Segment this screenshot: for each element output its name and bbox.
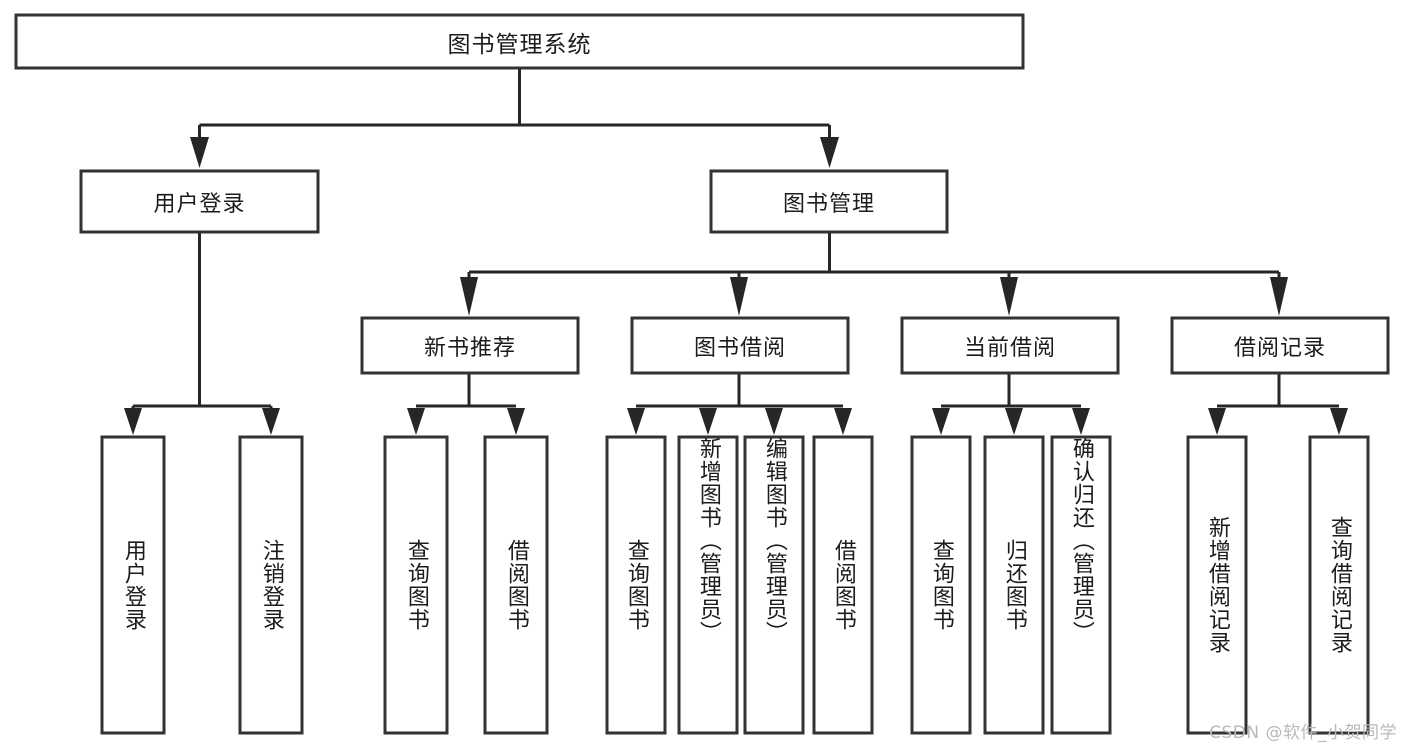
arrowhead-new-book-recommend <box>460 277 478 316</box>
arrowhead-leaf-edit-book <box>765 408 783 435</box>
node-box-leaf-borrow-book-2[interactable] <box>812 435 874 735</box>
node-box-leaf-logout-login[interactable] <box>238 435 304 735</box>
node-box-leaf-borrow-book-1[interactable] <box>483 435 549 735</box>
arrowhead-borrow-record <box>1270 277 1288 316</box>
node-box-leaf-query-book-1[interactable] <box>383 435 449 735</box>
node-box-current-borrow[interactable] <box>900 316 1120 375</box>
arrowhead-leaf-borrow-book-2 <box>834 408 852 435</box>
node-box-leaf-confirm-return-admin[interactable] <box>1050 435 1112 735</box>
connector-layer <box>124 68 1348 435</box>
node-box-book-borrow[interactable] <box>630 316 850 375</box>
node-box-user-login[interactable] <box>79 169 320 234</box>
arrowhead-book-borrow <box>730 277 748 316</box>
arrowhead-leaf-logout-login <box>262 408 280 435</box>
arrowhead-leaf-query-book-3 <box>932 408 950 435</box>
arrowhead-leaf-confirm-return <box>1072 408 1090 435</box>
arrowhead-leaf-query-book-2 <box>627 408 645 435</box>
node-box-leaf-return-book[interactable] <box>983 435 1045 735</box>
node-layer <box>14 13 1390 735</box>
arrowhead-book-management <box>820 137 839 168</box>
arrowhead-leaf-add-book <box>699 408 717 435</box>
arrowhead-leaf-query-borrow-record <box>1330 408 1348 435</box>
node-box-root[interactable] <box>14 13 1025 70</box>
node-box-leaf-query-book-2[interactable] <box>605 435 667 735</box>
arrowhead-current-borrow <box>1000 277 1018 316</box>
arrowhead-user-login <box>190 137 209 168</box>
arrowhead-leaf-query-book-1 <box>407 408 425 435</box>
arrowhead-leaf-return-book <box>1005 408 1023 435</box>
node-box-leaf-edit-book-admin[interactable] <box>743 435 805 735</box>
arrowhead-leaf-user-login <box>124 408 142 435</box>
node-box-leaf-user-login[interactable] <box>100 435 166 735</box>
arrowhead-leaf-borrow-book-1 <box>507 408 525 435</box>
node-box-new-book-recommend[interactable] <box>360 316 580 375</box>
node-box-leaf-query-borrow-record[interactable] <box>1308 435 1370 735</box>
node-box-leaf-add-borrow-record[interactable] <box>1186 435 1248 735</box>
node-box-borrow-record[interactable] <box>1170 316 1390 375</box>
node-box-leaf-query-book-3[interactable] <box>910 435 972 735</box>
node-box-leaf-add-book-admin[interactable] <box>677 435 739 735</box>
node-box-book-management[interactable] <box>709 169 949 234</box>
arrowhead-leaf-add-borrow-record <box>1208 408 1226 435</box>
